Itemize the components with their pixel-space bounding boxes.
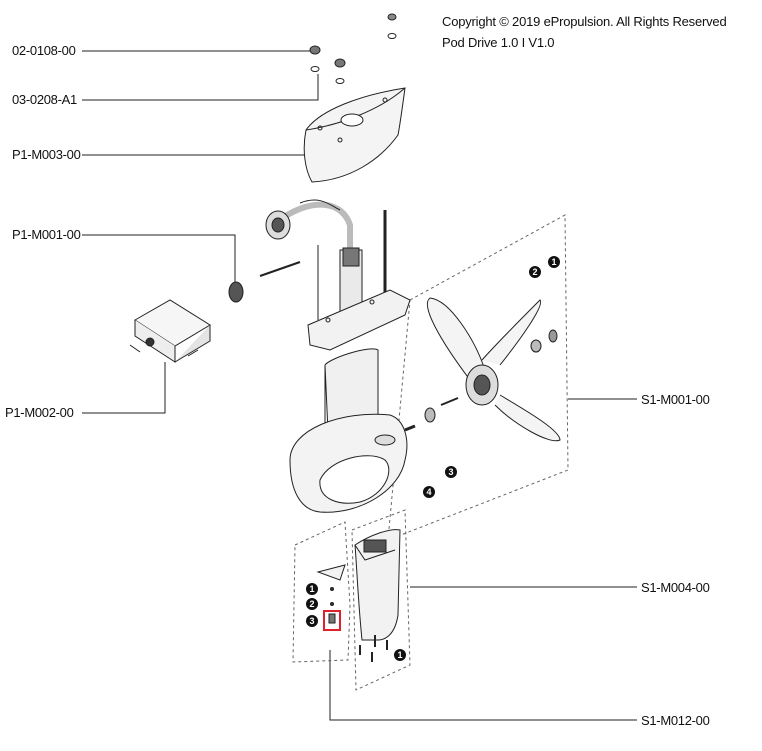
label-washer[interactable]: 03-0208-A1 (10, 92, 79, 107)
svg-text:1: 1 (309, 584, 314, 594)
svg-text:3: 3 (309, 616, 314, 626)
highlight-box[interactable] (323, 610, 341, 631)
copyright-text: Copyright © 2019 ePropulsion. All Rights… (442, 14, 727, 29)
label-propeller-kit[interactable]: S1-M001-00 (639, 392, 712, 407)
fin-screws (359, 635, 388, 662)
loose-nuts (309, 13, 397, 84)
callout-prop-4: 4 (423, 486, 435, 498)
callout-anode-2: 2 (306, 598, 318, 610)
junction-box (129, 299, 211, 363)
anode (316, 564, 346, 624)
label-junction-box[interactable]: P1-M002-00 (3, 405, 76, 420)
label-motor-cable[interactable]: P1-M001-00 (10, 227, 83, 242)
propeller (426, 297, 561, 442)
svg-text:2: 2 (532, 267, 537, 277)
motor-pod (289, 413, 416, 513)
svg-text:2: 2 (309, 599, 314, 609)
kit-boundaries (292, 214, 569, 691)
svg-text:1: 1 (397, 650, 402, 660)
model-version: Pod Drive 1.0 I V1.0 (442, 35, 555, 50)
callout-prop-2: 2 (529, 266, 541, 278)
callout-prop-1: 1 (548, 256, 560, 268)
label-top-cover[interactable]: P1-M003-00 (10, 147, 83, 162)
callouts: 1 2 3 4 1 2 3 1 (306, 256, 560, 661)
label-nut[interactable]: 02-0108-00 (10, 43, 78, 58)
motor-cable (228, 199, 353, 303)
propeller-hardware (424, 329, 558, 423)
pod-shaft (307, 210, 411, 436)
callout-anode-3: 3 (306, 615, 318, 627)
callout-fin-1: 1 (394, 649, 406, 661)
leader-lines (82, 50, 637, 721)
label-fin-kit[interactable]: S1-M004-00 (639, 580, 712, 595)
svg-text:1: 1 (551, 257, 556, 267)
top-cover (303, 87, 406, 183)
callout-anode-1: 1 (306, 583, 318, 595)
callout-prop-3: 3 (445, 466, 457, 478)
fin (354, 529, 401, 641)
svg-text:4: 4 (426, 487, 431, 497)
svg-text:3: 3 (448, 467, 453, 477)
copyright-block: Copyright © 2019 ePropulsion. All Rights… (442, 11, 727, 53)
label-anode-kit[interactable]: S1-M012-00 (639, 713, 712, 728)
